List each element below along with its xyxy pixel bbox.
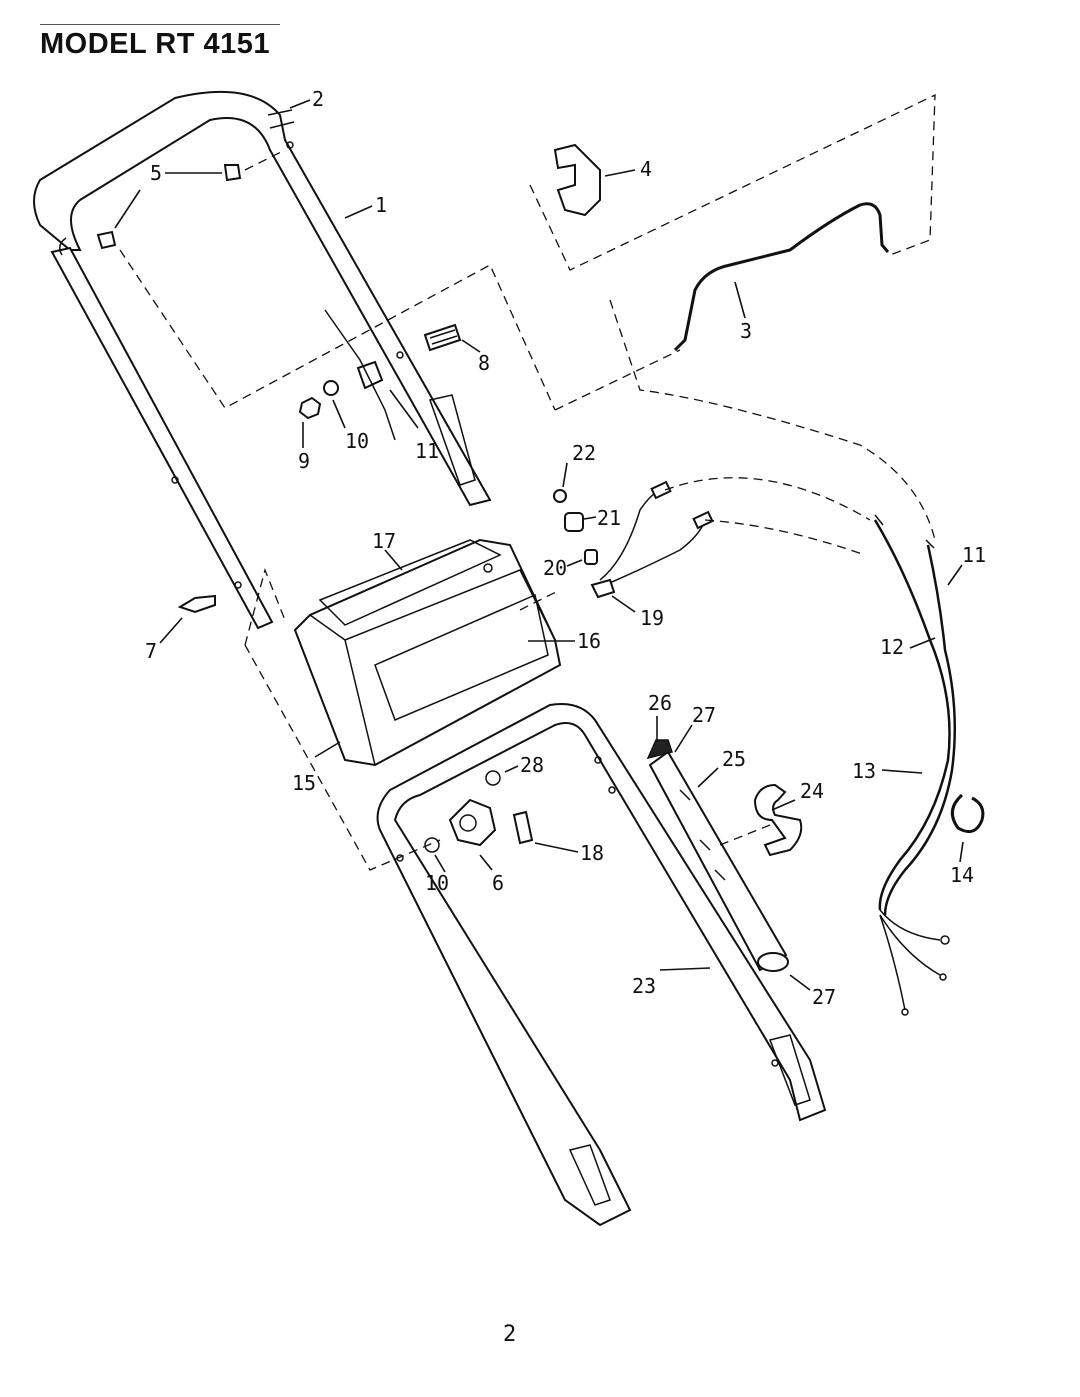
callout-11a: 11	[415, 439, 439, 463]
callout-23: 23	[632, 974, 656, 998]
control-box	[293, 538, 562, 767]
callout-8: 8	[478, 351, 490, 375]
callout-4: 4	[640, 157, 652, 181]
callout-2: 2	[312, 87, 324, 111]
callout-11b: 11	[962, 543, 986, 567]
callout-25: 25	[722, 747, 746, 771]
hardware	[96, 164, 598, 853]
callout-21: 21	[597, 506, 621, 530]
callout-27a: 27	[692, 703, 716, 727]
callout-27b: 27	[812, 985, 836, 1009]
callout-24: 24	[800, 779, 824, 803]
control-bar	[673, 202, 890, 352]
page-number: 2	[503, 1322, 517, 1347]
callout-3: 3	[740, 319, 752, 343]
callouts: 1 2 3 4 5 6 7 8 9 10 10 11 11 12 13 14 1…	[145, 87, 986, 1009]
callout-6: 6	[492, 871, 504, 895]
title-rule	[40, 24, 280, 25]
leader-lines	[114, 99, 964, 991]
callout-10a: 10	[345, 429, 369, 453]
callout-14: 14	[950, 863, 974, 887]
callout-1: 1	[375, 193, 387, 217]
assembly-guide-lines	[119, 93, 936, 871]
callout-16: 16	[577, 629, 601, 653]
callout-5: 5	[150, 161, 162, 185]
grip-tube	[646, 739, 789, 972]
callout-22: 22	[572, 441, 596, 465]
callout-19: 19	[640, 606, 664, 630]
callout-12: 12	[880, 635, 904, 659]
switch-assembly	[590, 480, 714, 599]
callout-28: 28	[520, 753, 544, 777]
clamp-ring	[950, 793, 985, 834]
wire-harness	[873, 514, 957, 1016]
page-title: MODEL RT 4151	[40, 28, 270, 60]
cable-clip	[553, 143, 601, 217]
callout-18: 18	[580, 841, 604, 865]
callout-9: 9	[298, 449, 310, 473]
callout-10b: 10	[425, 871, 449, 895]
callout-15: 15	[292, 771, 316, 795]
callout-13: 13	[852, 759, 876, 783]
callout-20: 20	[543, 556, 567, 580]
tube-clamp	[753, 783, 803, 857]
callout-17: 17	[372, 529, 396, 553]
callout-26: 26	[648, 691, 672, 715]
callout-7: 7	[145, 639, 157, 663]
upper-handle	[33, 90, 492, 630]
